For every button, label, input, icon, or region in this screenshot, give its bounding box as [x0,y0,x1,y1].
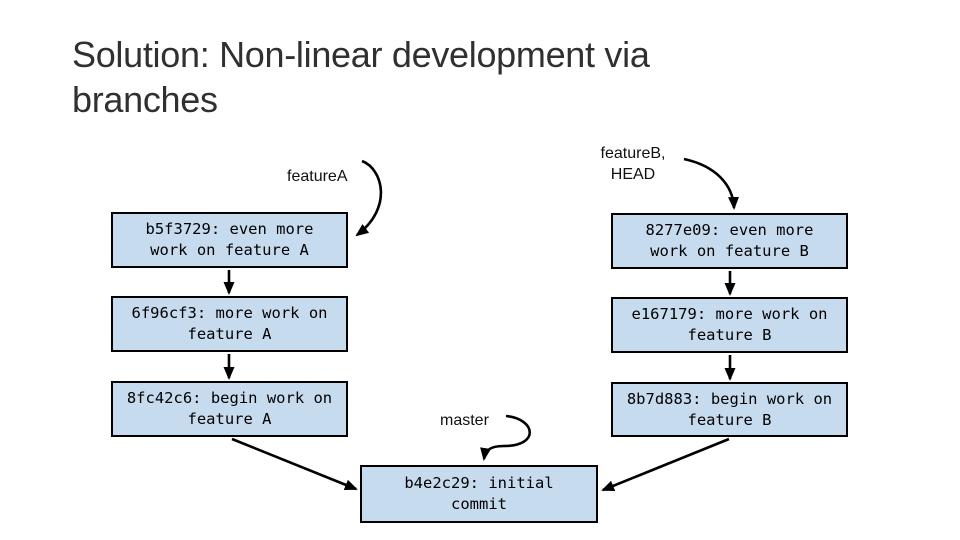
commit-box: b4e2c29: initial commit [360,465,598,523]
branch-label-master: master [440,412,489,429]
arrow-feature-a-pointer [355,159,383,237]
arrow-8fc42c6-to-b4e2c29 [231,437,358,491]
arrow-master-pointer [480,414,532,461]
commit-box: 8fc42c6: begin work on feature A [111,381,348,437]
commit-box: e167179: more work on feature B [611,297,848,353]
commit-box: 8b7d883: begin work on feature B [611,382,848,437]
slide-title: Solution: Non-linear development via bra… [72,34,650,120]
commit-box: b5f3729: even more work on feature A [111,212,348,268]
branch-label-feature-a: featureA [287,168,348,185]
commit-box: 8277e09: even more work on feature B [611,213,848,269]
branch-label-feature-b-head: featureB, HEAD [600,145,666,183]
commit-box: 6f96cf3: more work on feature A [111,296,348,352]
arrow-8b7d883-to-b4e2c29 [601,437,730,492]
arrow-feature-b-pointer [683,157,740,210]
